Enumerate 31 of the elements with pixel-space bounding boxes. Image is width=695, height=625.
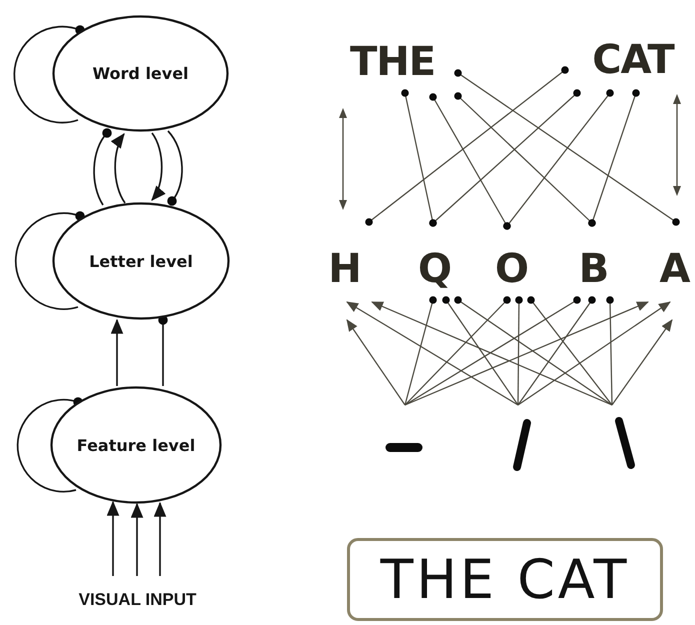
connector-arrow	[106, 500, 120, 576]
level-label: Letter level	[89, 252, 193, 270]
letter-label: Q	[413, 246, 457, 296]
connector-arrow	[154, 502, 166, 576]
connector-arrow	[130, 502, 144, 576]
word-label: CAT	[583, 38, 683, 82]
letter-label: B	[576, 246, 612, 292]
card-text: THE CAT	[380, 548, 630, 611]
letter-label: A	[657, 246, 693, 292]
letter-label: O	[490, 246, 534, 292]
level-label: Feature level	[76, 436, 196, 454]
connector-arrow	[111, 132, 126, 204]
connector-arrow	[518, 301, 671, 406]
connector-arrow	[346, 301, 518, 406]
connector-arrow	[371, 301, 612, 406]
level-ellipse	[52, 15, 229, 132]
level-ellipse	[52, 202, 230, 320]
feature-stroke	[614, 416, 636, 470]
feature-stroke	[385, 442, 423, 453]
word-label: THE	[345, 40, 440, 84]
connector-arrow	[404, 301, 649, 406]
level-ellipse	[50, 386, 222, 504]
connector-arrow	[346, 319, 406, 406]
connector-arrow	[110, 318, 124, 386]
word-card	[347, 538, 663, 621]
letter-label: H	[327, 246, 363, 292]
input-label: VISUAL INPUT	[55, 588, 220, 612]
feature-stroke	[512, 418, 532, 472]
level-label: Word level	[92, 64, 189, 83]
connector-arrow	[612, 319, 673, 406]
connector-arrow	[151, 132, 166, 202]
